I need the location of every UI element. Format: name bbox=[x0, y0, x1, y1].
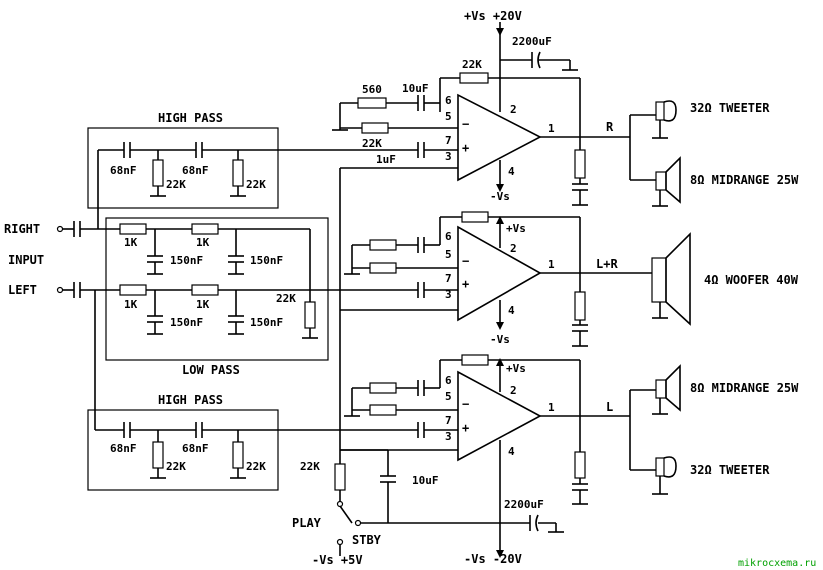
stby-label: STBY bbox=[352, 533, 382, 547]
amp1-feedback-22k: 22K bbox=[462, 58, 482, 71]
hp-bottom-c2-68nf: 68nF bbox=[182, 442, 209, 455]
high-pass-bottom-title: HIGH PASS bbox=[158, 393, 223, 407]
hp-top-c2-68nf: 68nF bbox=[182, 164, 209, 177]
amp3-pin1: 1 bbox=[548, 401, 555, 414]
amplifier-top: − + 2 1 6 5 7 3 4 -Vs 22K 560 10uF 22K bbox=[278, 58, 630, 206]
amp2-pin2: 2 bbox=[510, 242, 517, 255]
output-lr-label: L+R bbox=[596, 257, 618, 271]
hp-top-c1-68nf: 68nF bbox=[110, 164, 137, 177]
amp3-pin5: 5 bbox=[445, 390, 452, 403]
input-section: RIGHT INPUT LEFT bbox=[4, 150, 124, 431]
input-left-label: LEFT bbox=[8, 283, 37, 297]
svg-text:+: + bbox=[462, 421, 469, 435]
woofer-label: 4Ω WOOFER 40W bbox=[704, 273, 799, 287]
lp-c2-150nf: 150nF bbox=[250, 254, 283, 267]
standby-22k-label: 22K bbox=[300, 460, 320, 473]
lp-r2-1k: 1K bbox=[196, 236, 210, 249]
amp1-pin3: 3 bbox=[445, 150, 452, 163]
midrange-top-label: 8Ω MIDRANGE 25W bbox=[690, 173, 799, 187]
amp1-r560-label: 560 bbox=[362, 83, 382, 96]
amp1-pin5: 5 bbox=[445, 110, 452, 123]
amp3-plus-vs: +Vs bbox=[506, 362, 526, 375]
play-label: PLAY bbox=[292, 516, 322, 530]
lp-c1-150nf: 150nF bbox=[170, 254, 203, 267]
top-power-section: +Vs +20V 2200uF bbox=[464, 9, 578, 112]
svg-text:−: − bbox=[462, 117, 469, 131]
amp1-pin2: 2 bbox=[510, 103, 517, 116]
amp1-c10uf-label: 10uF bbox=[402, 82, 429, 95]
low-pass-filter: LOW PASS 1K 1K 150nF 150nF bbox=[105, 217, 418, 377]
amp2-pin3: 3 bbox=[445, 288, 452, 301]
hp-bottom-r2-22k: 22K bbox=[246, 460, 266, 473]
speakers-top: 32Ω TWEETER 8Ω MIDRANGE 25W bbox=[629, 100, 799, 207]
high-pass-filter-top: HIGH PASS 68nF 68nF 22K 22K bbox=[87, 111, 279, 209]
hp-bottom-r1-22k: 22K bbox=[166, 460, 186, 473]
amp2-pin7: 7 bbox=[445, 272, 452, 285]
hp-top-r2-22k: 22K bbox=[246, 178, 266, 191]
svg-text:−: − bbox=[462, 397, 469, 411]
input-label: INPUT bbox=[8, 253, 44, 267]
amp2-plus-vs: +Vs bbox=[506, 222, 526, 235]
amplifier-middle: − + +Vs 2 1 6 5 7 3 4 -Vs L+R bbox=[340, 211, 652, 347]
amp1-pin6: 6 bbox=[445, 94, 452, 107]
amp1-minus-vs: -Vs bbox=[490, 190, 510, 203]
tweeter-bottom-label: 32Ω TWEETER bbox=[690, 463, 770, 477]
lp-r4-1k: 1K bbox=[196, 298, 210, 311]
amp1-22k-label: 22K bbox=[362, 137, 382, 150]
amp3-pin2: 2 bbox=[510, 384, 517, 397]
minus-vs-20v-label: -Vs -20V bbox=[464, 552, 522, 566]
svg-text:+: + bbox=[462, 141, 469, 155]
hp-bottom-c1-68nf: 68nF bbox=[110, 442, 137, 455]
c2200uf-top-label: 2200uF bbox=[512, 35, 552, 48]
switch-supply-label: -Vs +5V bbox=[312, 553, 363, 567]
lp-c4-150nf: 150nF bbox=[250, 316, 283, 329]
tweeter-top-label: 32Ω TWEETER bbox=[690, 101, 770, 115]
amp1-pin4: 4 bbox=[508, 165, 515, 178]
amp2-minus-vs: -Vs bbox=[490, 333, 510, 346]
high-pass-filter-bottom: HIGH PASS 68nF 68nF 22K 22K bbox=[87, 393, 418, 491]
amp1-c1uf-label: 1uF bbox=[376, 153, 396, 166]
lp-r3-1k: 1K bbox=[124, 298, 138, 311]
hp-top-r1-22k: 22K bbox=[166, 178, 186, 191]
amp1-pin1: 1 bbox=[548, 122, 555, 135]
woofer-speaker: 4Ω WOOFER 40W bbox=[651, 232, 799, 326]
watermark: mikrocxema.ru bbox=[738, 558, 816, 569]
lp-r1-1k: 1K bbox=[124, 236, 138, 249]
midrange-bottom-label: 8Ω MIDRANGE 25W bbox=[690, 381, 799, 395]
amp3-pin6: 6 bbox=[445, 374, 452, 387]
low-pass-title: LOW PASS bbox=[182, 363, 240, 377]
amp3-pin4: 4 bbox=[508, 445, 515, 458]
output-r-label: R bbox=[606, 120, 614, 134]
svg-text:−: − bbox=[462, 254, 469, 268]
amp2-pin6: 6 bbox=[445, 230, 452, 243]
speakers-bottom: 8Ω MIDRANGE 25W 32Ω TWEETER bbox=[629, 364, 799, 495]
amp3-pin3: 3 bbox=[445, 430, 452, 443]
amp2-pin5: 5 bbox=[445, 248, 452, 261]
amp2-pin4: 4 bbox=[508, 304, 515, 317]
amp2-pin1: 1 bbox=[548, 258, 555, 271]
c2200uf-bottom-label: 2200uF bbox=[504, 498, 544, 511]
lp-c3-150nf: 150nF bbox=[170, 316, 203, 329]
amp3-pin7: 7 bbox=[445, 414, 452, 427]
svg-text:+: + bbox=[462, 277, 469, 291]
input-right-label: RIGHT bbox=[4, 222, 40, 236]
amplifier-bottom: − + +Vs 2 1 6 5 7 3 4 L bbox=[340, 354, 630, 558]
high-pass-top-title: HIGH PASS bbox=[158, 111, 223, 125]
plus-vs-20v-label: +Vs +20V bbox=[464, 9, 522, 23]
lp-22k-label: 22K bbox=[276, 292, 296, 305]
output-l-label: L bbox=[606, 400, 613, 414]
amp1-pin7: 7 bbox=[445, 134, 452, 147]
standby-section: 22K 10uF PLAY STBY -Vs +5V 2200uF -Vs -2… bbox=[292, 168, 564, 567]
standby-c10uf-label: 10uF bbox=[412, 474, 439, 487]
